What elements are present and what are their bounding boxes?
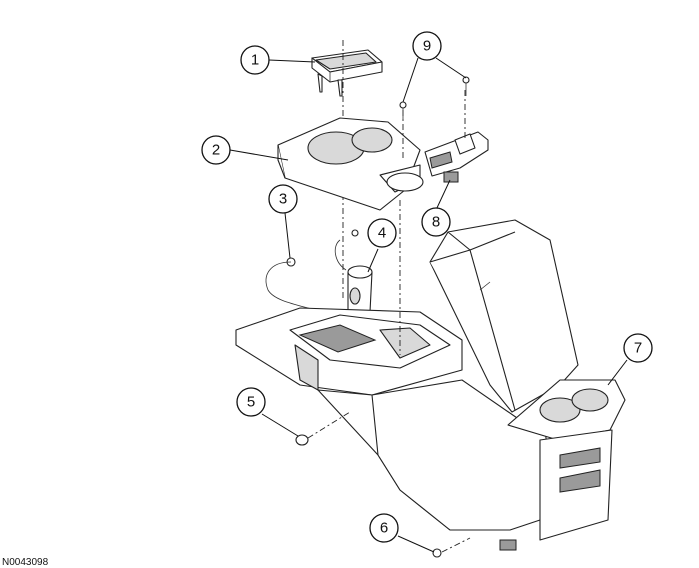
part-4-shifter-knob bbox=[347, 265, 373, 318]
svg-text:3: 3 bbox=[279, 191, 287, 208]
leader-lines bbox=[229, 57, 628, 553]
callout-3: 3 bbox=[268, 184, 298, 214]
reference-code: N0043098 bbox=[2, 557, 49, 568]
part-9-screws bbox=[399, 76, 470, 120]
svg-text:4: 4 bbox=[378, 225, 386, 242]
svg-text:8: 8 bbox=[432, 214, 440, 231]
callout-6: 6 bbox=[369, 513, 399, 543]
svg-text:6: 6 bbox=[380, 520, 388, 537]
callout-9: 9 bbox=[412, 31, 442, 61]
callout-2: 2 bbox=[201, 135, 231, 165]
part-5-fastener bbox=[295, 411, 351, 446]
callout-5: 5 bbox=[236, 387, 266, 417]
callout-1: 1 bbox=[240, 45, 270, 75]
part-1-trim-bezel bbox=[311, 40, 383, 300]
callout-4: 4 bbox=[367, 218, 397, 248]
svg-text:2: 2 bbox=[212, 142, 220, 159]
part-7-floor-console bbox=[235, 200, 626, 551]
part-8-switch-bracket bbox=[402, 90, 489, 183]
svg-text:5: 5 bbox=[247, 394, 255, 411]
svg-text:9: 9 bbox=[423, 38, 431, 55]
svg-text:7: 7 bbox=[634, 340, 642, 357]
svg-text:1: 1 bbox=[251, 52, 259, 69]
part-2-upper-trim-panel bbox=[277, 117, 424, 211]
part-3-cable bbox=[265, 229, 359, 319]
part-6-screw bbox=[432, 537, 471, 558]
callout-8: 8 bbox=[421, 207, 451, 237]
callout-7: 7 bbox=[623, 333, 653, 363]
